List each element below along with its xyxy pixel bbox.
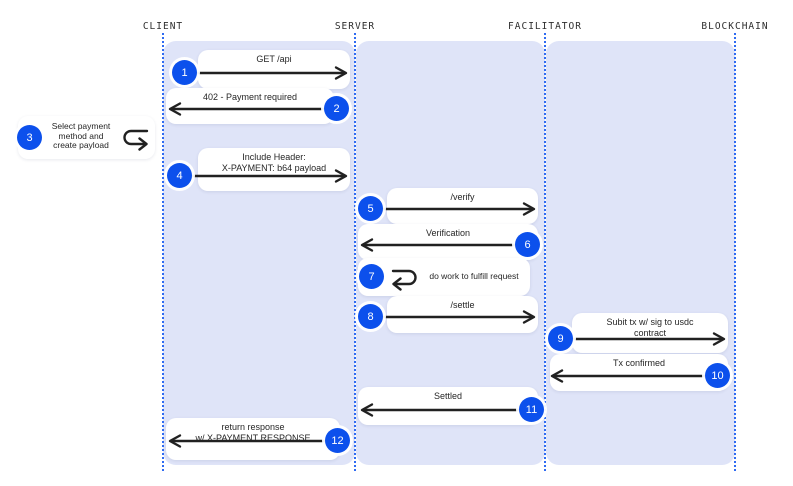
step-number-badge: 5: [358, 196, 383, 221]
lifeline-server: [354, 33, 356, 471]
arrow-right-icon: [550, 331, 730, 347]
message-label: Tx confirmed: [612, 358, 665, 368]
message-label: Verification: [425, 228, 471, 238]
message-label: Settled: [433, 391, 463, 401]
message-label: Select payment method and create payload: [51, 121, 111, 150]
message-label: Subit tx w/ sig to usdc contract: [606, 317, 694, 338]
step-number-badge: 10: [705, 363, 730, 388]
message-card: GET /api: [198, 50, 350, 89]
lifeline-blockchain: [734, 33, 736, 471]
message-label: Include Header: X-PAYMENT: b64 payload: [221, 152, 327, 173]
step-number-badge: 2: [324, 96, 349, 121]
lifeline-client: [162, 33, 164, 471]
message-card: Include Header: X-PAYMENT: b64 payload: [198, 148, 350, 191]
message-label: 402 - Payment required: [202, 92, 298, 102]
message-label: return response w/ X-PAYMENT RESPONSE: [195, 422, 311, 443]
step-number-badge: 9: [548, 326, 573, 351]
step-number-badge: 8: [358, 304, 383, 329]
arrow-left-icon: [164, 433, 342, 449]
message-label: /settle: [450, 300, 475, 310]
step-number-badge: 1: [172, 60, 197, 85]
step-number-badge: 3: [17, 125, 42, 150]
step-number-badge: 11: [519, 397, 544, 422]
arrow-right-icon: [174, 65, 352, 81]
message-card: /verify: [387, 188, 538, 224]
message-label: /verify: [450, 192, 475, 202]
self-loop-icon: [120, 125, 154, 156]
arrow-right-icon: [360, 201, 540, 217]
arrow-right-icon: [360, 309, 540, 325]
panel-facilitator-blockchain: [546, 41, 735, 465]
actor-label-server: SERVER: [334, 21, 376, 32]
message-label: do work to fulfill request: [429, 271, 519, 281]
arrow-right-icon: [174, 168, 352, 184]
arrow-left-icon: [356, 402, 536, 418]
actor-label-blockchain: BLOCKCHAIN: [701, 21, 769, 32]
message-card: Subit tx w/ sig to usdc contract: [572, 313, 728, 353]
step-number-badge: 4: [167, 163, 192, 188]
step-number-badge: 12: [325, 428, 350, 453]
message-card: Verification: [358, 224, 538, 260]
message-label: GET /api: [256, 54, 292, 64]
actor-label-client: CLIENT: [142, 21, 184, 32]
arrow-left-icon: [164, 101, 342, 117]
message-card: Tx confirmed: [550, 354, 728, 391]
message-card: 402 - Payment required: [166, 88, 334, 124]
message-card: Settled: [358, 387, 538, 425]
arrow-left-icon: [356, 237, 536, 253]
actor-label-facilitator: FACILITATOR: [508, 21, 582, 32]
self-action-card: [358, 258, 530, 296]
step-number-badge: 6: [515, 232, 540, 257]
message-card: /settle: [387, 296, 538, 333]
message-card: return response w/ X-PAYMENT RESPONSE: [166, 418, 340, 460]
self-loop-icon: [386, 265, 420, 296]
lifeline-facilitator: [544, 33, 546, 471]
step-number-badge: 7: [359, 264, 384, 289]
arrow-left-icon: [546, 368, 726, 384]
